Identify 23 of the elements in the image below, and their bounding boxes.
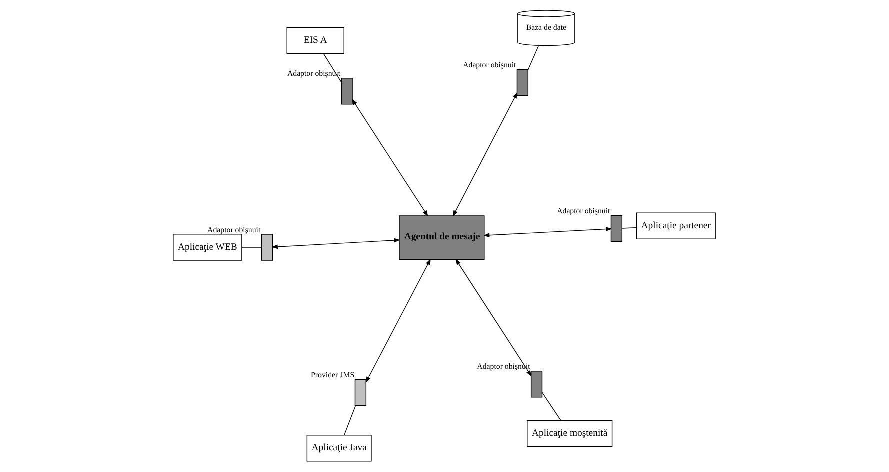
arrow [366, 258, 431, 384]
node-box [610, 215, 623, 242]
node-box: Aplicaţie moştenită [527, 420, 613, 448]
arrow [456, 258, 532, 377]
node-box: Agentul de mesaje [399, 216, 485, 260]
connector [528, 46, 540, 71]
node-box [530, 370, 543, 398]
arrow [483, 227, 612, 238]
connector [344, 406, 356, 436]
node-box [341, 78, 353, 105]
connector [622, 228, 638, 229]
node-box: Aplicaţie Java [306, 435, 372, 462]
arrow [272, 238, 401, 250]
node-box [354, 379, 367, 406]
connector [242, 247, 262, 248]
connector [542, 392, 562, 421]
node-box: Aplicaţie partener [636, 212, 716, 240]
node-box [261, 234, 273, 261]
node-box: EIS A [286, 27, 344, 54]
arrow [452, 92, 518, 217]
node-box: Aplicaţie WEB [173, 234, 242, 261]
node-box [516, 69, 529, 96]
arrow [352, 98, 428, 217]
